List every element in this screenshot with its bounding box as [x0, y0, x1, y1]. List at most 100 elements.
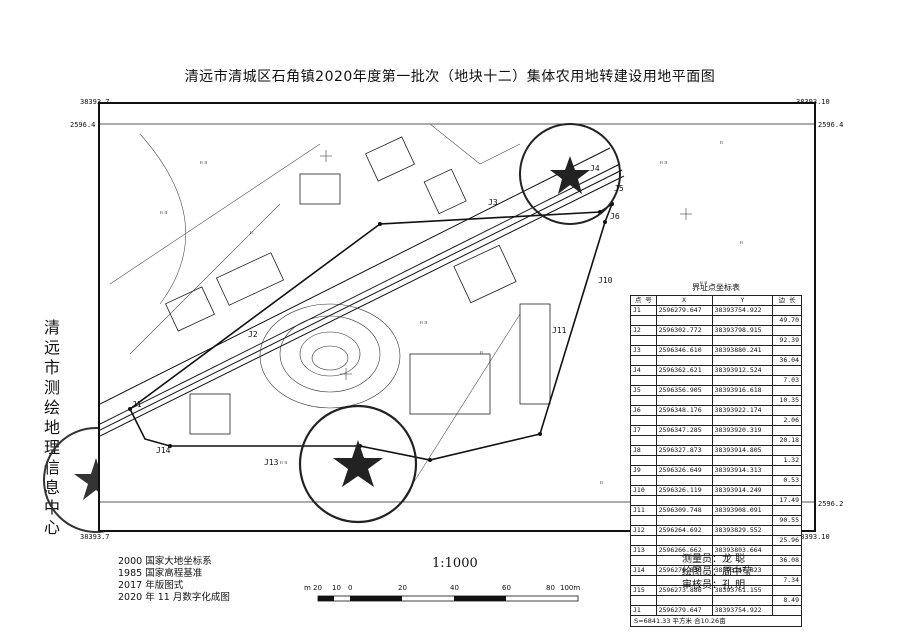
table-cell: 38393922.174: [711, 405, 774, 416]
svg-text:ıı: ıı: [250, 230, 253, 236]
svg-text:ıı ıı: ıı ıı: [280, 460, 287, 466]
table-cell: [772, 585, 802, 596]
point-label: J11: [552, 326, 567, 335]
scale-tick: m 20: [304, 584, 322, 592]
point-label: J10: [598, 276, 613, 285]
scale-tick: 60: [502, 584, 511, 592]
table-cell: 38393908.091: [711, 505, 774, 516]
table-cell: [711, 595, 774, 606]
table-cell: [772, 365, 802, 376]
checker-label: 审核员：: [682, 580, 722, 591]
table-cell: 1.32: [772, 455, 802, 466]
table-cell: 7.03: [772, 375, 802, 386]
coord-top-left: 38393.7: [80, 98, 110, 106]
table-cell: J11: [630, 505, 657, 516]
table-row: 25.96: [630, 535, 802, 546]
area-summary: S=6841.33 平方米 合10.26亩: [630, 616, 802, 627]
table-cell: 38393829.552: [711, 525, 774, 536]
table-cell: [772, 525, 802, 536]
table-cell: [655, 395, 713, 406]
table-cell: [772, 325, 802, 336]
table-cell: [711, 355, 774, 366]
legend-line: 1985 国家高程基准: [118, 568, 203, 579]
legend-line: 2017 年版图式: [118, 580, 184, 591]
org-char: 市: [43, 358, 60, 377]
table-cell: J7: [630, 425, 657, 436]
table-row: 20.18: [630, 435, 802, 446]
point-label: J5: [614, 184, 624, 193]
table-cell: 38393914.249: [711, 485, 774, 496]
table-cell: [772, 445, 802, 456]
table-cell: [655, 435, 713, 446]
table-cell: 8.49: [772, 595, 802, 606]
table-cell: J3: [630, 345, 657, 356]
table-row: 1.32: [630, 455, 802, 466]
scale-tick: 40: [450, 584, 459, 592]
table-cell: 92.39: [772, 335, 802, 346]
coord-bottom-left: 38393.7: [80, 533, 110, 541]
table-cell: 2596327.873: [655, 445, 713, 456]
drafter-label: 绘图员：: [682, 567, 722, 578]
org-char: 绘: [43, 398, 60, 417]
checker-name: 孔 明: [722, 580, 746, 591]
org-char: 地: [43, 418, 60, 437]
table-cell: 10.35: [772, 395, 802, 406]
table-cell: [655, 455, 713, 466]
table-cell: 2596264.692: [655, 525, 713, 536]
table-cell: [630, 415, 657, 426]
table-cell: 2596279.647: [655, 605, 713, 616]
table-cell: [655, 475, 713, 486]
table-cell: [711, 335, 774, 346]
table-cell: 20.18: [772, 435, 802, 446]
surveyor-name: 龙 聪: [722, 554, 746, 565]
point-label: J6: [610, 212, 620, 221]
table-cell: 38393912.524: [711, 365, 774, 376]
table-cell: [772, 405, 802, 416]
table-row: 36.04: [630, 355, 802, 366]
table-cell: [772, 545, 802, 556]
table-cell: [711, 535, 774, 546]
svg-text:ıı: ıı: [740, 240, 743, 246]
point-label: J3: [488, 198, 498, 207]
table-cell: [655, 495, 713, 506]
table-cell: 38393880.241: [711, 345, 774, 356]
table-cell: [772, 605, 802, 616]
table-cell: 2596326.119: [655, 485, 713, 496]
scale-tick: 80: [546, 584, 555, 592]
scale-tick: 100m: [560, 584, 580, 592]
col-header: 点 号: [630, 295, 657, 306]
table-cell: [772, 465, 802, 476]
table-cell: J12: [630, 525, 657, 536]
table-row: 8.49: [630, 595, 802, 606]
col-header: 边 长: [772, 295, 802, 306]
svg-text:ıı: ıı: [720, 140, 723, 146]
map-legend: 2000 国家大地坐标系 1985 国家高程基准 2017 年版图式 2020 …: [118, 556, 230, 604]
table-cell: 38393920.319: [711, 425, 774, 436]
table-cell: [630, 575, 657, 586]
table-row: 10.35: [630, 395, 802, 406]
point-label: J2: [248, 330, 258, 339]
table-cell: [772, 485, 802, 496]
table-cell: [630, 435, 657, 446]
svg-text:ıı ıı: ıı ıı: [160, 210, 167, 216]
table-cell: 2596356.905: [655, 385, 713, 396]
scale-tick: 20: [398, 584, 407, 592]
table-cell: J6: [630, 405, 657, 416]
table-cell: [711, 375, 774, 386]
table-cell: 38393914.805: [711, 445, 774, 456]
table-row: 36.08: [630, 555, 802, 566]
map-stamps: [298, 123, 621, 524]
table-cell: [711, 395, 774, 406]
table-cell: J8: [630, 445, 657, 456]
svg-text:ıı ıı: ıı ıı: [420, 320, 427, 326]
table-cell: 25.96: [772, 535, 802, 546]
legend-line: 2000 国家大地坐标系: [118, 556, 212, 567]
